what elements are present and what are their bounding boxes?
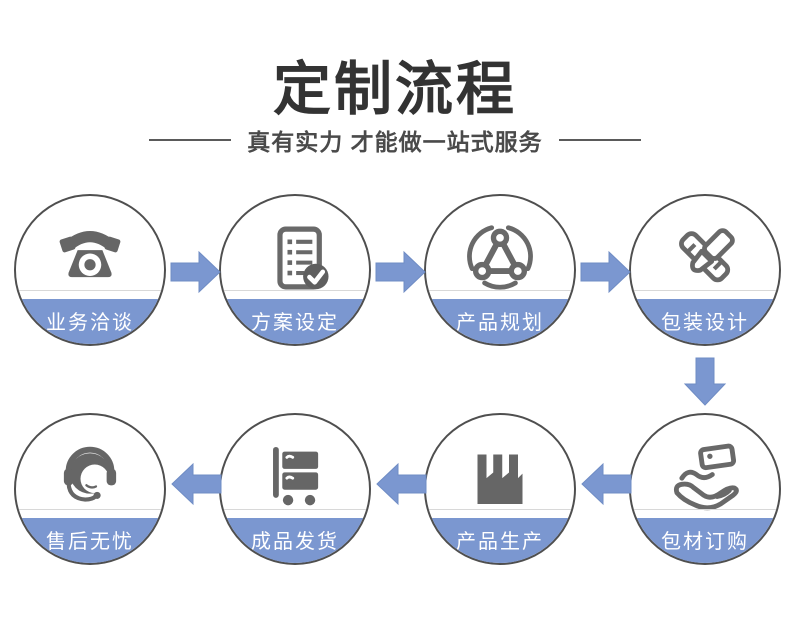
telephone-icon [16,216,164,300]
step-plan-setting: 方案设定 [219,194,371,346]
step-label-band: 售后无忧 [16,518,164,563]
arrow-right-icon [375,250,427,299]
chord-divider [221,509,369,510]
step-label: 业务洽谈 [46,312,134,334]
arrow-left-icon [375,462,427,511]
chord-divider [16,290,164,291]
arrow-down-icon [683,357,727,412]
step-label: 包装设计 [661,312,749,334]
subtitle-right-rule [558,139,641,141]
arrow-right-icon [580,250,632,299]
step-after-sales: 售后无忧 [14,413,166,565]
step-label: 售后无忧 [46,531,134,553]
page-title: 定制流程 [272,57,517,122]
chord-divider [631,509,779,510]
step-label: 成品发货 [251,531,339,553]
arrow-left-icon [170,462,222,511]
step-label-band: 业务洽谈 [16,299,164,344]
chord-divider [426,509,574,510]
subtitle-row: 真有实力 才能做一站式服务 [0,127,790,155]
step-packaging-design: 包装设计 [629,194,781,346]
step-label-band: 产品生产 [426,518,574,563]
step-product-planning: 产品规划 [424,194,576,346]
step-shipping: 成品发货 [219,413,371,565]
step-label-band: 产品规划 [426,299,574,344]
step-label-band: 成品发货 [221,518,369,563]
chord-divider [16,509,164,510]
step-material-ordering: 包材订购 [629,413,781,565]
subtitle-left-rule [149,139,232,141]
step-label-band: 方案设定 [221,299,369,344]
customer-service-icon [16,435,164,519]
page-subtitle: 真有实力 才能做一站式服务 [247,129,543,155]
chord-divider [221,290,369,291]
hand-package-icon [631,435,779,519]
arrow-right-icon [170,250,222,299]
checklist-icon [221,216,369,300]
step-business-negotiation: 业务洽谈 [14,194,166,346]
delivery-cart-icon [221,435,369,519]
chord-divider [631,290,779,291]
step-label: 产品规划 [456,312,544,334]
design-pen-icon [631,216,779,300]
chord-divider [426,290,574,291]
step-label: 包材订购 [661,531,749,553]
step-label-band: 包材订购 [631,518,779,563]
step-label: 方案设定 [251,312,339,334]
step-label: 产品生产 [456,531,544,553]
factory-icon [426,435,574,519]
product-network-icon [426,216,574,300]
step-label-band: 包装设计 [631,299,779,344]
step-production: 产品生产 [424,413,576,565]
arrow-left-icon [580,462,632,511]
